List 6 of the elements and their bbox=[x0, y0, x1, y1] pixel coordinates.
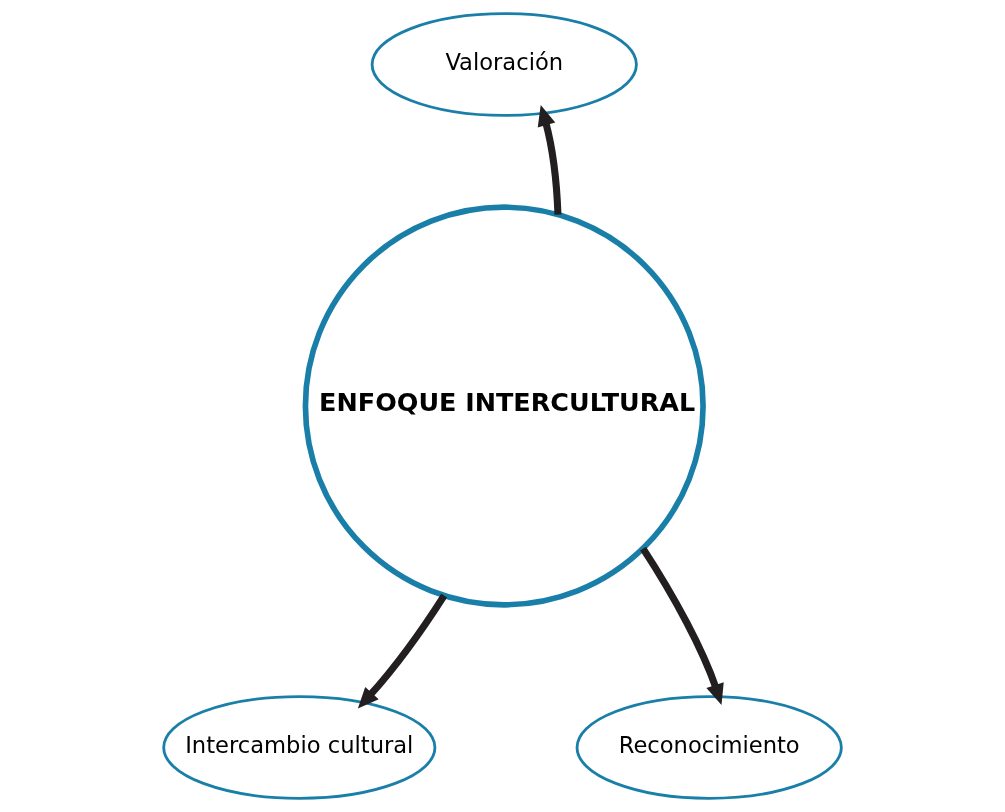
node-ellipse: Intercambio cultural bbox=[162, 695, 437, 800]
node-ellipse: Valoración bbox=[370, 12, 638, 117]
arrow bbox=[357, 593, 448, 709]
arrow bbox=[640, 546, 724, 705]
node-ellipse: Reconocimiento bbox=[575, 695, 843, 800]
node-circle: ENFOQUE INTERCULTURAL bbox=[302, 204, 706, 608]
